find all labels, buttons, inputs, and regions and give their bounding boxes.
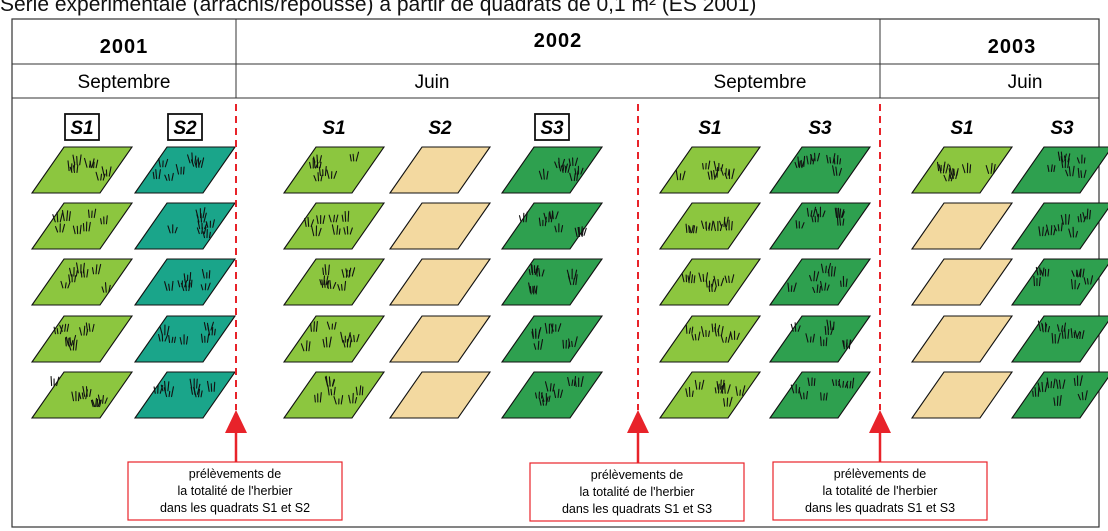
quadrat-c3-r1: [388, 202, 492, 250]
year-2003: 2003: [988, 36, 1037, 58]
year-2001: 2001: [100, 36, 149, 58]
quadrat-c6-r1: [768, 202, 872, 250]
month-2001-septembre: Septembre: [78, 72, 171, 93]
label-box-4: [534, 113, 570, 141]
quadrat-c2-r3: [282, 315, 386, 363]
quadrat-c1-r2: [133, 258, 237, 306]
quadrat-c3-r0: [388, 146, 492, 194]
quadrat-c2-r4: [282, 371, 386, 419]
quadrat-c0-r1: [30, 202, 134, 250]
annotation-0-line-2: dans les quadrats S1 et S2: [160, 501, 310, 515]
quadrat-c0-r0: [30, 146, 134, 194]
quadrat-c0-r3: [30, 315, 134, 363]
annotation-box-2: [772, 461, 988, 521]
quadrat-c5-r0: [658, 146, 762, 194]
quadrat-c4-r2: [500, 258, 604, 306]
label-box-1: [167, 113, 203, 141]
label-box-0: [64, 113, 100, 141]
quadrat-c7-r3: [910, 315, 1014, 363]
quadrat-c8-r1: [1010, 202, 1108, 250]
quadrat-c6-r3: [768, 315, 872, 363]
quadrat-c5-r2: [658, 258, 762, 306]
quadrat-c1-r3: [133, 315, 237, 363]
year-2002: 2002: [534, 30, 583, 52]
annotation-1-line-1: la totalité de l'herbier: [580, 485, 695, 499]
quadrat-c3-r3: [388, 315, 492, 363]
quadrat-c6-r4: [768, 371, 872, 419]
quadrat-c5-r1: [658, 202, 762, 250]
column-label-4: S3: [540, 118, 564, 139]
quadrat-c4-r3: [500, 315, 604, 363]
month-2002-septembre: Septembre: [714, 72, 807, 93]
quadrat-c0-r4: [30, 371, 134, 419]
quadrat-c1-r4: [133, 371, 237, 419]
quadrat-c8-r4: [1010, 371, 1108, 419]
quadrat-c2-r0: [282, 146, 386, 194]
annotation-2-line-2: dans les quadrats S1 et S3: [805, 501, 955, 515]
annotation-2-line-0: prélèvements de: [834, 467, 926, 481]
sampling-arrowhead-0: [225, 410, 247, 433]
quadrat-c3-r4: [388, 371, 492, 419]
column-label-0: S1: [70, 118, 93, 139]
column-label-1: S2: [173, 118, 197, 139]
quadrat-c8-r3: [1010, 315, 1108, 363]
quadrat-c3-r2: [388, 258, 492, 306]
quadrat-c4-r1: [500, 202, 604, 250]
column-label-6: S3: [808, 118, 832, 139]
quadrat-c1-r1: [133, 202, 237, 250]
quadrat-c0-r2: [30, 258, 134, 306]
annotation-0-line-1: la totalité de l'herbier: [178, 484, 293, 498]
month-2003-juin: Juin: [1008, 72, 1043, 93]
column-label-5: S1: [698, 118, 721, 139]
quadrat-c7-r1: [910, 202, 1014, 250]
column-label-2: S1: [322, 118, 345, 139]
quadrat-c8-r0: [1010, 146, 1108, 194]
annotation-1-line-0: prélèvements de: [591, 468, 683, 482]
sampling-arrowhead-1: [627, 410, 649, 433]
quadrat-c4-r4: [500, 371, 604, 419]
month-2002-juin: Juin: [415, 72, 450, 93]
annotation-2-line-1: la totalité de l'herbier: [823, 484, 938, 498]
quadrat-c7-r2: [910, 258, 1014, 306]
quadrat-c7-r4: [910, 371, 1014, 419]
annotation-box-1: [529, 462, 745, 522]
quadrat-c1-r0: [133, 146, 237, 194]
quadrat-c6-r2: [768, 258, 872, 306]
quadrat-c6-r0: [768, 146, 872, 194]
quadrat-c7-r0: [910, 146, 1014, 194]
quadrat-c5-r4: [658, 371, 762, 419]
column-label-8: S3: [1050, 118, 1074, 139]
column-label-3: S2: [428, 118, 452, 139]
quadrat-c4-r0: [500, 146, 604, 194]
annotation-1-line-2: dans les quadrats S1 et S3: [562, 502, 712, 516]
annotation-0-line-0: prélèvements de: [189, 467, 281, 481]
figure-caption: Série expérimentale (arrachis/repousse) …: [0, 0, 757, 16]
annotation-box-0: [127, 461, 343, 521]
column-label-7: S1: [950, 118, 973, 139]
quadrat-c5-r3: [658, 315, 762, 363]
quadrat-c8-r2: [1010, 258, 1108, 306]
quadrat-c2-r2: [282, 258, 386, 306]
quadrat-c2-r1: [282, 202, 386, 250]
sampling-arrowhead-2: [869, 410, 891, 433]
